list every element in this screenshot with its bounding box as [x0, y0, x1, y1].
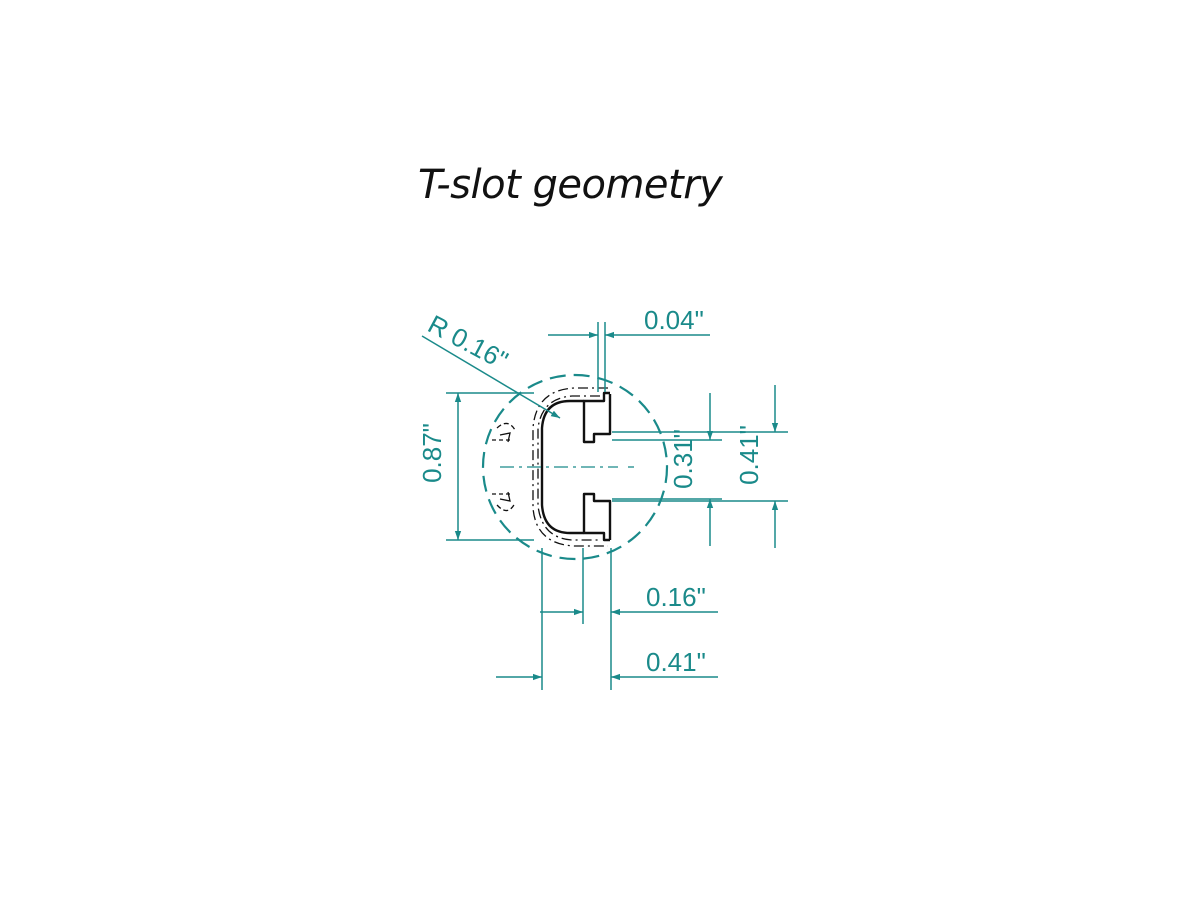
dim-slot-opening-label: 0.31": [668, 429, 698, 489]
dim-neck-depth-label: 0.16": [646, 582, 706, 612]
dim-overall-depth-label: 0.41": [646, 647, 706, 677]
page-title: T-slot geometry: [418, 162, 723, 208]
dim-radius-label: R 0.16": [423, 309, 513, 376]
hidden-lines: [532, 387, 608, 547]
profile-outline: [540, 391, 612, 542]
dimension-lines: [421, 322, 788, 690]
dim-top-width-label: 0.04": [644, 305, 704, 335]
dim-height-total-label: 0.87": [417, 423, 447, 483]
detail-circle: [481, 373, 669, 561]
fastener-symbols: [492, 422, 516, 512]
dim-slot-span-label: 0.41": [734, 425, 764, 485]
